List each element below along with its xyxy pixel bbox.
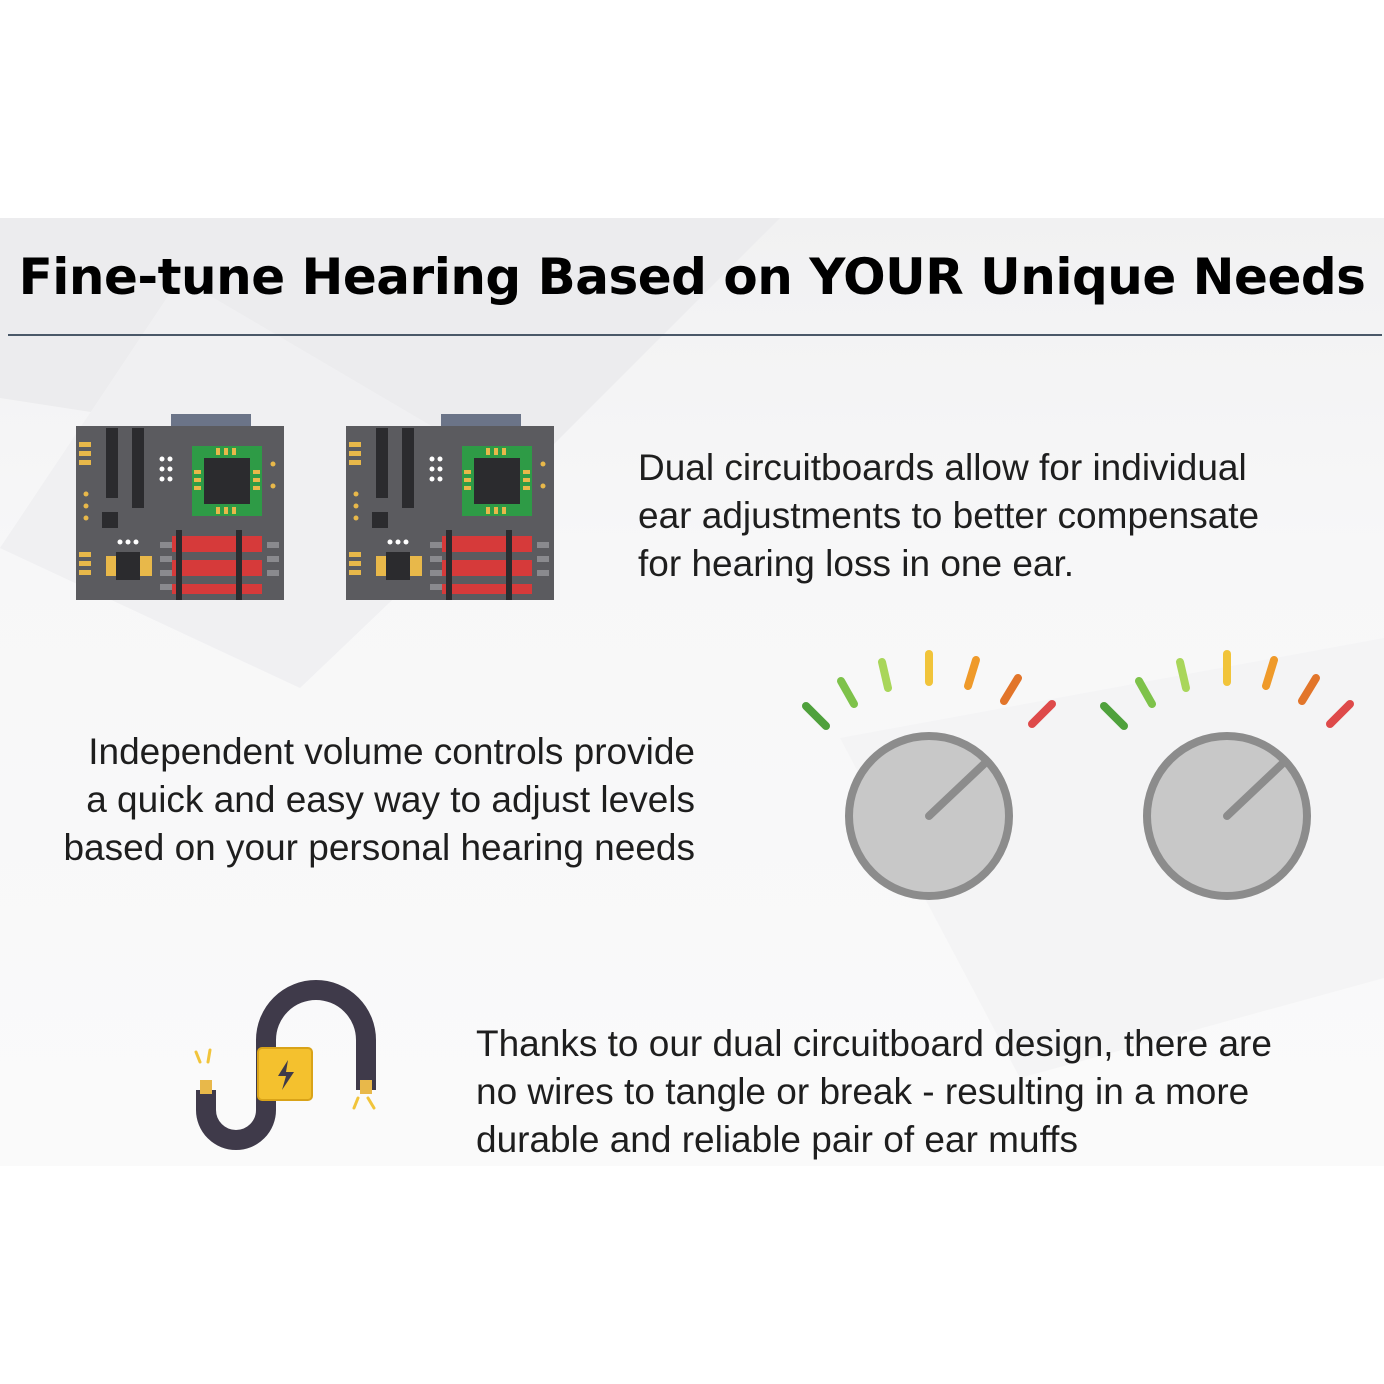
circuit-board-icon <box>76 414 554 600</box>
feature-text-volume-controls: Independent volume controls provide a qu… <box>63 731 695 868</box>
title-divider <box>8 334 1382 336</box>
page-title: Fine-tune Hearing Based on YOUR Unique N… <box>18 248 1366 306</box>
cable-icon <box>194 980 376 1150</box>
volume-dial-icon <box>796 646 1364 908</box>
feature-text-wireless-design: Thanks to our dual circuitboard design, … <box>476 1023 1272 1160</box>
feature-text-circuitboards: Dual circuitboards allow for individual … <box>638 447 1260 584</box>
feature-panel: Fine-tune Hearing Based on YOUR Unique N… <box>0 218 1384 1166</box>
